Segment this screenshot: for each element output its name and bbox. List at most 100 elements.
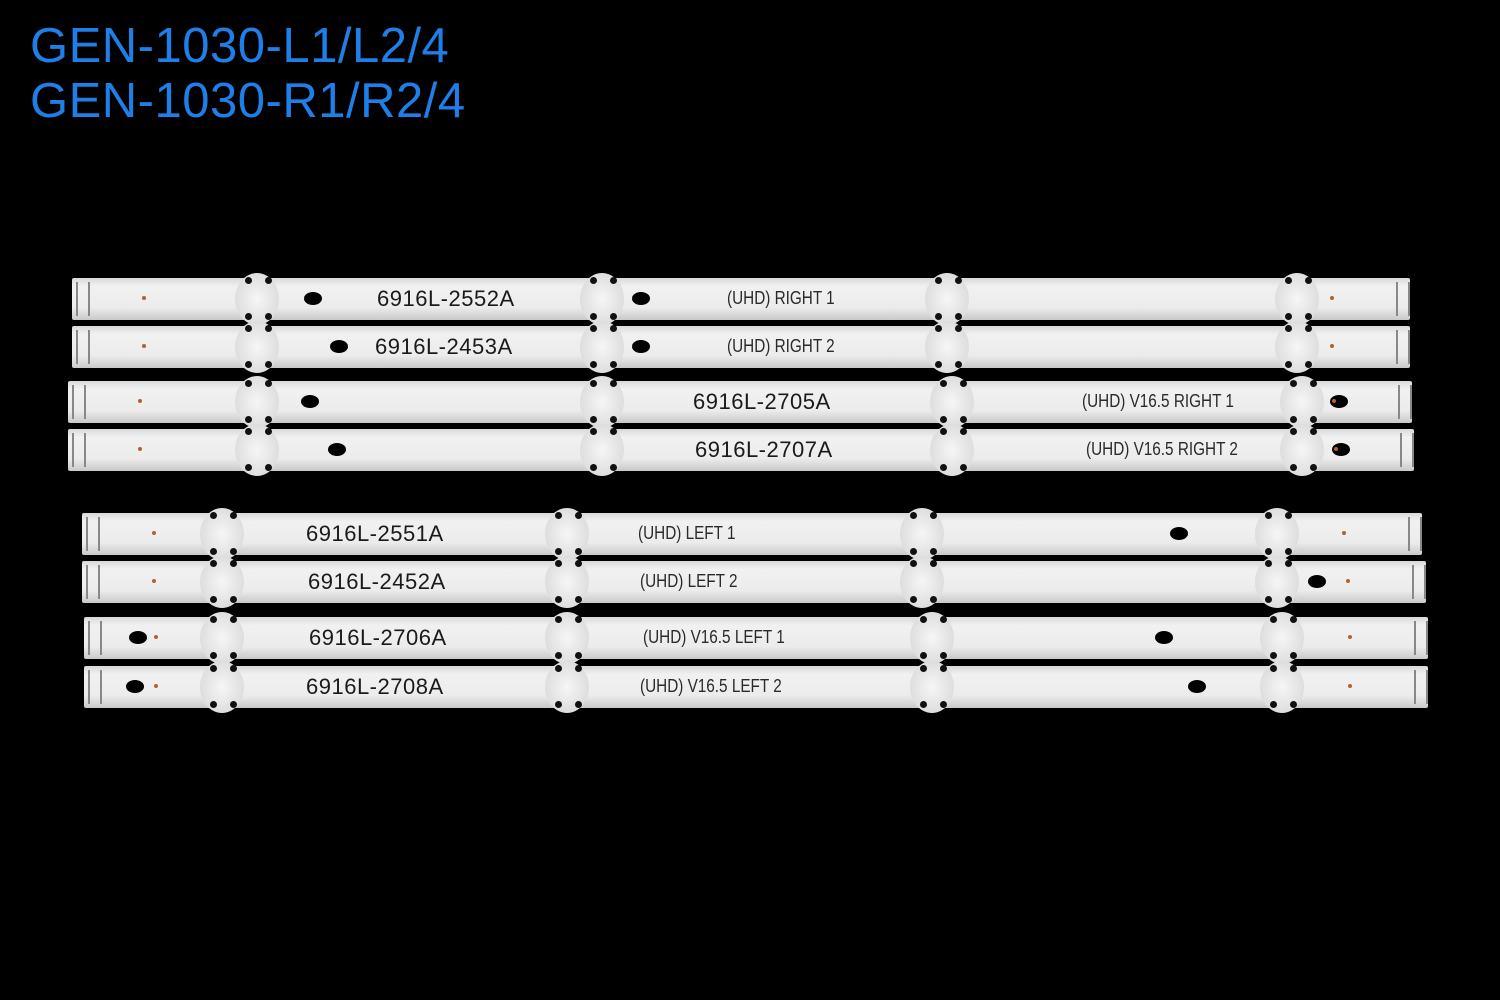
connector-right [1398, 385, 1412, 419]
mounting-hole [632, 340, 650, 353]
connector-right [1412, 565, 1426, 599]
mounting-hole [301, 395, 319, 408]
product-code-line-2: GEN-1030-R1/R2/4 [30, 74, 466, 128]
strip-label: (UHD) RIGHT 2 [727, 336, 835, 356]
strip-label: (UHD) LEFT 2 [640, 571, 738, 591]
solder-dot [1332, 399, 1336, 403]
connector-right [1400, 433, 1414, 467]
led-lens [200, 612, 244, 664]
mounting-hole [328, 443, 346, 456]
led-lens [200, 661, 244, 713]
connector-right [1414, 621, 1428, 655]
strip-part-number: 6916L-2705A [693, 389, 831, 414]
connector-right [1408, 517, 1422, 551]
led-lens [910, 612, 954, 664]
led-lens [930, 376, 974, 428]
product-code-line-1: GEN-1030-L1/L2/4 [30, 19, 450, 73]
mounting-hole [1188, 680, 1206, 693]
strip-label: (UHD) V16.5 RIGHT 1 [1082, 391, 1234, 411]
connector-left [88, 621, 102, 655]
mounting-hole [126, 680, 144, 693]
led-lens [580, 424, 624, 476]
connector-right [1396, 282, 1410, 316]
led-lens [1275, 321, 1319, 373]
led-strip: 6916L-2552A (UHD) RIGHT 1 [72, 273, 1410, 325]
connector-left [86, 517, 100, 551]
solder-dot [142, 344, 146, 348]
led-strip: 6916L-2452A (UHD) LEFT 2 [82, 556, 1426, 608]
mounting-hole [330, 340, 348, 353]
led-lens [900, 556, 944, 608]
led-lens [545, 508, 589, 560]
mounting-hole [1330, 395, 1348, 408]
led-strip: 6916L-2453A (UHD) RIGHT 2 [72, 321, 1410, 373]
connector-left [88, 670, 102, 704]
solder-dot [152, 579, 156, 583]
solder-dot [1348, 635, 1352, 639]
solder-dot [1346, 579, 1350, 583]
strip-label: (UHD) LEFT 1 [638, 523, 736, 543]
strip-label: (UHD) RIGHT 1 [727, 288, 835, 308]
connector-right [1396, 330, 1410, 364]
strip-part-number: 6916L-2708A [306, 674, 444, 699]
led-strip: 6916L-2706A (UHD) V16.5 LEFT 1 [84, 612, 1428, 664]
solder-dot [152, 531, 156, 535]
led-lens [235, 376, 279, 428]
strip-label: (UHD) V16.5 LEFT 2 [640, 676, 782, 696]
mounting-hole [304, 292, 322, 305]
solder-dot [1330, 296, 1334, 300]
strip-part-number: 6916L-2706A [309, 625, 447, 650]
connector-left [76, 282, 90, 316]
strip-part-number: 6916L-2551A [306, 521, 444, 546]
led-lens [580, 376, 624, 428]
led-lens [545, 661, 589, 713]
connector-right [1414, 670, 1428, 704]
mounting-hole [1332, 443, 1350, 456]
led-lens [1260, 612, 1304, 664]
led-lens [930, 424, 974, 476]
led-lens [235, 424, 279, 476]
connector-left [86, 565, 100, 599]
connector-left [76, 330, 90, 364]
led-strip: 6916L-2705A (UHD) V16.5 RIGHT 1 [68, 376, 1412, 428]
solder-dot [138, 447, 142, 451]
connector-left [72, 433, 86, 467]
led-lens [545, 612, 589, 664]
led-lens [200, 556, 244, 608]
led-lens [925, 273, 969, 325]
strip-part-number: 6916L-2453A [375, 334, 513, 359]
strip-part-number: 6916L-2707A [695, 437, 833, 462]
solder-dot [1342, 531, 1346, 535]
solder-dot [142, 296, 146, 300]
solder-dot [154, 635, 158, 639]
connector-left [72, 385, 86, 419]
led-strip: 6916L-2708A (UHD) V16.5 LEFT 2 [84, 661, 1428, 713]
strip-part-number: 6916L-2552A [377, 286, 515, 311]
led-lens [545, 556, 589, 608]
mounting-hole [129, 631, 147, 644]
led-lens [235, 273, 279, 325]
led-lens [235, 321, 279, 373]
led-strip: 6916L-2551A (UHD) LEFT 1 [82, 508, 1422, 560]
led-lens [910, 661, 954, 713]
mounting-hole [632, 292, 650, 305]
solder-dot [154, 684, 158, 688]
strip-label: (UHD) V16.5 RIGHT 2 [1086, 439, 1238, 459]
led-lens [200, 508, 244, 560]
led-strip: 6916L-2707A (UHD) V16.5 RIGHT 2 [68, 424, 1414, 476]
led-lens [1280, 424, 1324, 476]
strip-part-number: 6916L-2452A [308, 569, 446, 594]
mounting-hole [1155, 631, 1173, 644]
solder-dot [1348, 684, 1352, 688]
led-lens [580, 321, 624, 373]
led-lens [1275, 273, 1319, 325]
led-lens [1280, 376, 1324, 428]
led-lens [580, 273, 624, 325]
led-lens [1255, 508, 1299, 560]
solder-dot [1334, 447, 1338, 451]
solder-dot [1330, 344, 1334, 348]
led-lens [925, 321, 969, 373]
led-lens [1255, 556, 1299, 608]
led-lens [900, 508, 944, 560]
strip-label: (UHD) V16.5 LEFT 1 [643, 627, 785, 647]
